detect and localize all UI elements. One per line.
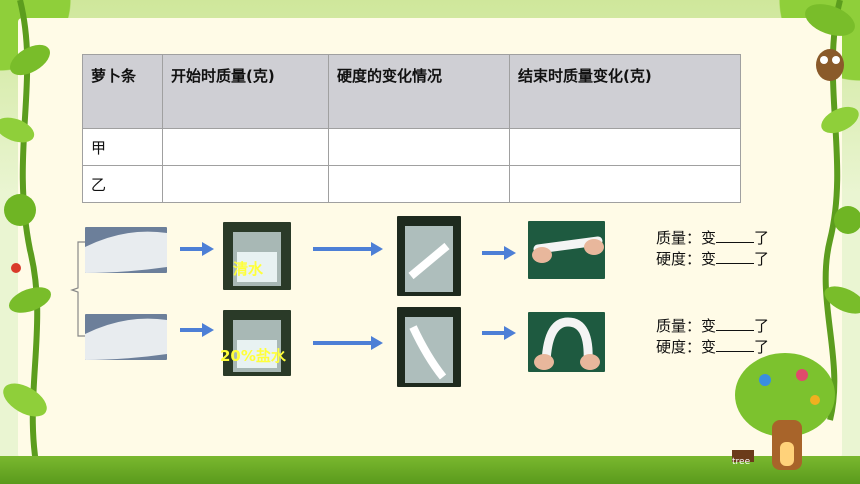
table-header: 结束时质量变化(克) — [509, 54, 741, 129]
table-cell — [162, 165, 329, 203]
table-cell — [509, 128, 741, 166]
fill-blank — [716, 228, 755, 243]
tree-sign: tree — [732, 457, 751, 467]
table-cell — [162, 128, 329, 166]
result-suffix: 了 — [754, 250, 770, 268]
result-label: 硬度：变 — [656, 338, 717, 356]
beaker-saltwater-photo — [223, 310, 291, 376]
result-suffix: 了 — [754, 338, 770, 356]
ladybug-icon — [11, 263, 21, 273]
arrow-right-icon — [313, 336, 383, 350]
arrow-right-icon — [482, 246, 516, 260]
hardness-change-result: 硬度：变 了 — [656, 337, 769, 357]
table-header: 萝卜条 — [82, 54, 163, 129]
result-suffix: 了 — [754, 229, 770, 247]
table-header: 硬度的变化情况 — [328, 54, 510, 129]
table-row: 乙 — [82, 165, 741, 203]
arrow-right-icon — [180, 242, 214, 256]
water-label: 清水 — [233, 260, 264, 278]
right-vine-decoration — [805, 0, 860, 421]
arrow-right-icon — [313, 242, 383, 256]
fill-blank — [716, 316, 755, 331]
radish-strip-photo — [85, 314, 167, 360]
table-cell — [509, 165, 741, 203]
bent-radish-photo — [528, 312, 605, 372]
table-cell: 甲 — [82, 128, 163, 166]
table-header-row: 萝卜条 开始时质量(克) 硬度的变化情况 结束时质量变化(克) — [82, 54, 741, 129]
result-label: 质量：变 — [656, 317, 717, 335]
fill-blank — [716, 337, 755, 352]
result-label: 硬度：变 — [656, 250, 717, 268]
table-cell — [328, 165, 510, 203]
table-cell — [328, 128, 510, 166]
radish-strip-photo — [85, 227, 167, 273]
beaker-water-photo — [223, 222, 291, 290]
table-header: 开始时质量(克) — [162, 54, 329, 129]
result-label: 质量：变 — [656, 229, 717, 247]
hand-radish-photo — [528, 221, 605, 279]
tree-house-icon — [732, 353, 835, 470]
saltwater-label: 20%盐水 — [220, 347, 286, 365]
hardness-change-result: 硬度：变 了 — [656, 249, 769, 269]
table-cell: 乙 — [82, 165, 163, 203]
beaker-soaked-photo — [397, 216, 461, 296]
bracket — [70, 241, 88, 337]
mass-change-result: 质量：变 了 — [656, 228, 769, 248]
mass-change-result: 质量：变 了 — [656, 316, 769, 336]
left-vine-decoration — [0, 0, 52, 484]
arrow-right-icon — [180, 323, 214, 337]
beaker-soaked-photo — [397, 307, 461, 387]
arrow-right-icon — [482, 326, 516, 340]
fill-blank — [716, 249, 755, 264]
owl-icon — [816, 49, 844, 81]
table-row: 甲 — [82, 128, 741, 166]
data-table: 萝卜条 开始时质量(克) 硬度的变化情况 结束时质量变化(克) 甲 乙 — [82, 54, 741, 203]
grass-ground — [0, 456, 860, 484]
result-suffix: 了 — [754, 317, 770, 335]
